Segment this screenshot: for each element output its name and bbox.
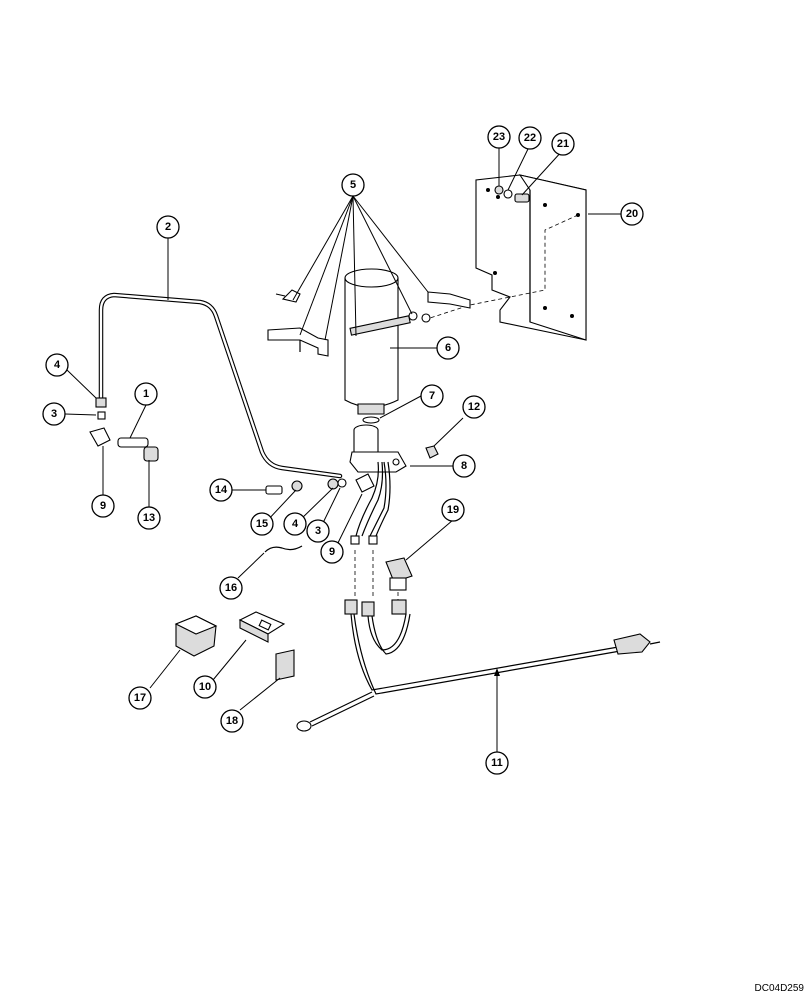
left-fittings	[89, 397, 159, 462]
callout-23: 23	[487, 125, 511, 149]
svg-text:18: 18	[226, 715, 238, 727]
head-fittings	[265, 445, 439, 495]
callout-3-left: 3	[42, 402, 66, 426]
callout-20: 20	[620, 202, 644, 226]
callout-1: 1	[134, 382, 158, 406]
callout-11: 11	[485, 751, 509, 775]
svg-text:1: 1	[143, 388, 149, 400]
callout-9-left: 9	[91, 494, 115, 518]
callout-7: 7	[420, 384, 444, 408]
svg-text:5: 5	[350, 179, 356, 191]
callout-12: 12	[462, 395, 486, 419]
callout-4-left: 4	[45, 353, 69, 377]
callout-9-right: 9	[320, 540, 344, 564]
alignment-line	[429, 214, 579, 319]
callout-16: 16	[219, 576, 243, 600]
callout-5: 5	[341, 173, 365, 197]
svg-text:17: 17	[134, 692, 146, 704]
callout-21: 21	[551, 132, 575, 156]
document-code: DC04D259	[754, 983, 804, 994]
svg-text:10: 10	[199, 681, 211, 693]
svg-text:3: 3	[315, 525, 321, 537]
callout-13: 13	[137, 506, 161, 530]
svg-text:7: 7	[429, 390, 435, 402]
svg-text:21: 21	[557, 138, 569, 150]
svg-text:19: 19	[447, 504, 459, 516]
svg-text:6: 6	[445, 342, 451, 354]
callout-15: 15	[250, 512, 274, 536]
callout-8: 8	[452, 454, 476, 478]
svg-text:16: 16	[225, 582, 237, 594]
fuel-tube	[98, 292, 343, 479]
svg-text:15: 15	[256, 518, 268, 530]
relay	[174, 615, 218, 657]
clamp-assembly	[267, 289, 471, 357]
svg-text:11: 11	[491, 757, 503, 769]
svg-text:13: 13	[143, 512, 155, 524]
callout-17: 17	[128, 686, 152, 710]
sensor-switch	[385, 557, 413, 600]
callout-4-right: 4	[283, 512, 307, 536]
callout-6: 6	[436, 336, 460, 360]
callout-2: 2	[156, 215, 180, 239]
svg-text:8: 8	[461, 460, 467, 472]
callout-3-right: 3	[306, 519, 330, 543]
callout-10: 10	[193, 675, 217, 699]
mounting-bracket	[475, 174, 587, 341]
callout-18: 18	[220, 709, 244, 733]
svg-text:9: 9	[100, 500, 106, 512]
svg-text:2: 2	[165, 221, 171, 233]
callout-22: 22	[518, 126, 542, 150]
leader-lines	[64, 148, 621, 752]
wiring-harness	[296, 599, 661, 732]
svg-text:23: 23	[493, 131, 505, 143]
svg-text:9: 9	[329, 546, 335, 558]
svg-text:20: 20	[626, 208, 638, 220]
decal	[275, 649, 295, 681]
callout-14: 14	[209, 478, 233, 502]
filter-canister	[344, 268, 399, 424]
callout-19: 19	[441, 498, 465, 522]
svg-text:4: 4	[54, 359, 61, 371]
wire-clip	[264, 545, 303, 553]
sensor-wires	[350, 461, 391, 598]
svg-text:14: 14	[215, 484, 228, 496]
svg-text:22: 22	[524, 132, 536, 144]
svg-text:12: 12	[468, 401, 480, 413]
control-module	[238, 611, 286, 643]
svg-text:4: 4	[292, 518, 299, 530]
svg-text:3: 3	[51, 408, 57, 420]
